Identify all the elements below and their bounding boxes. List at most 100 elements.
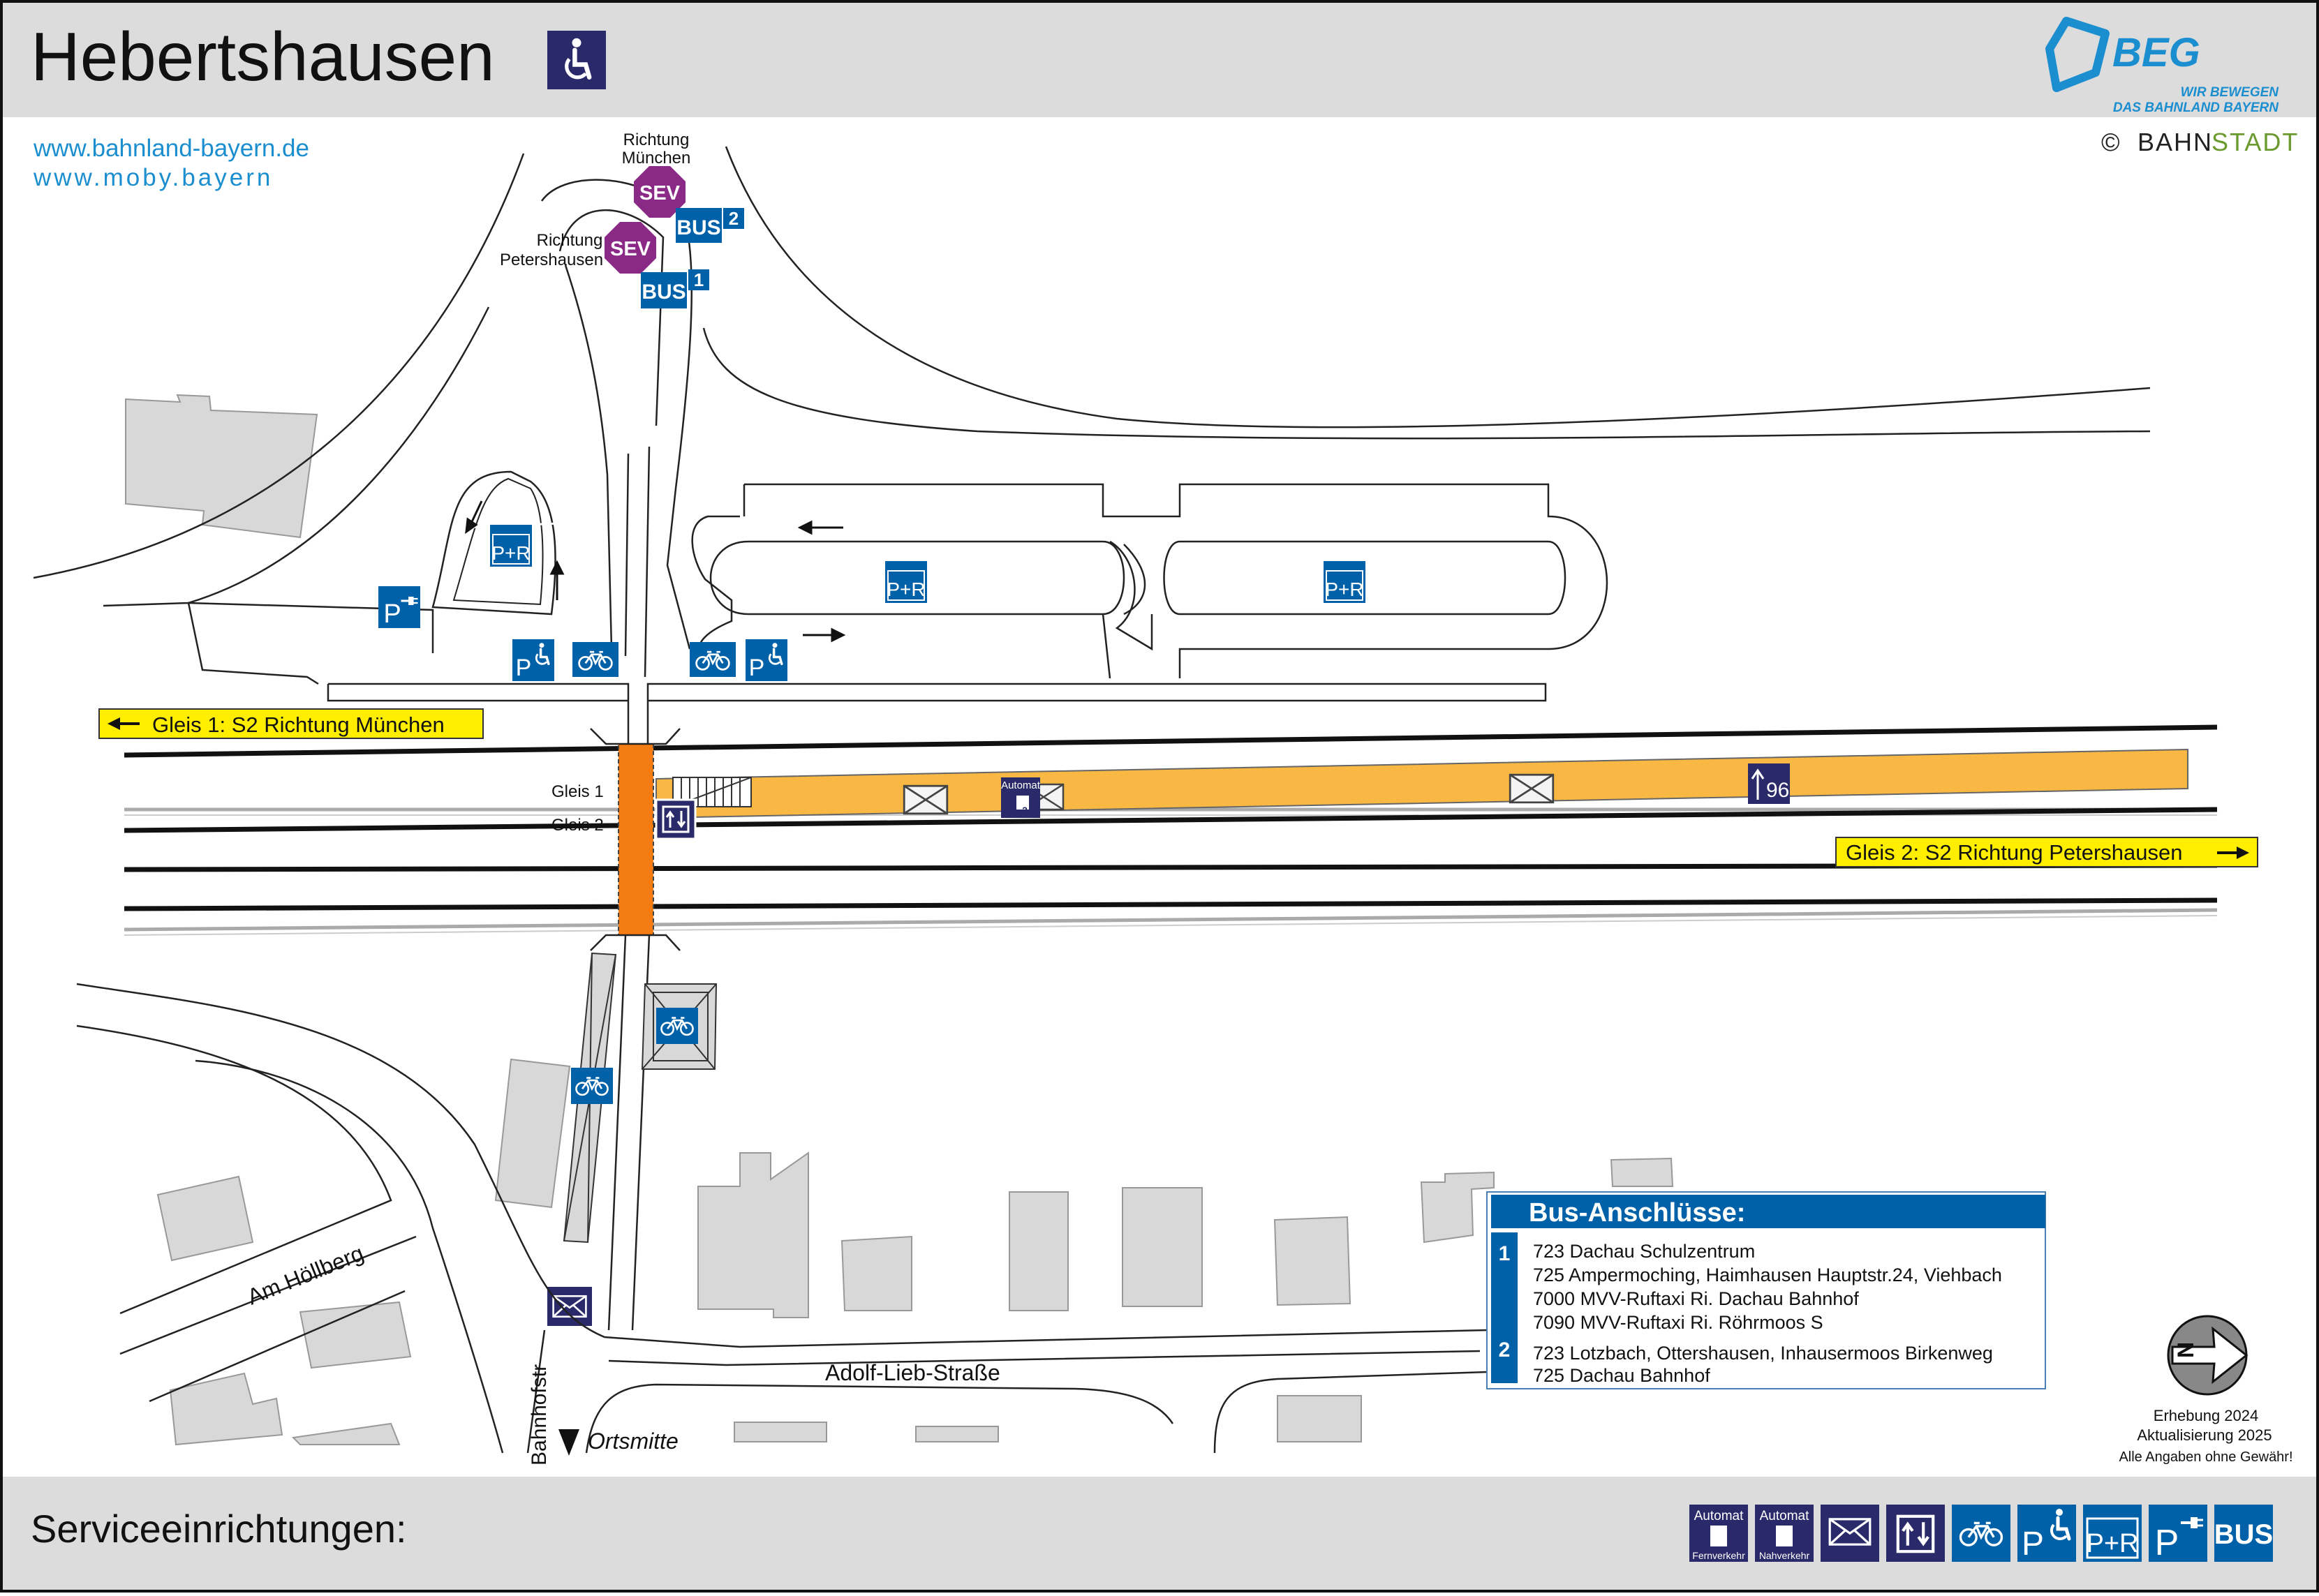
direction-munich-line2: München (622, 149, 691, 167)
direction-petershausen-line1: Richtung (537, 231, 603, 250)
svg-text:SEV: SEV (610, 238, 651, 260)
building (840, 1235, 912, 1311)
beg-logo: BEG WIR BEWEGEN DAS BAHNLAND BAYERN (2045, 17, 2280, 115)
svg-text:Gleis 1: S2 Richtung München: Gleis 1: S2 Richtung München (152, 713, 445, 737)
svg-text:P+R: P+R (887, 579, 925, 600)
legend-automat-top: Automat (1694, 1509, 1744, 1523)
park-ride-icon: P+R (490, 525, 532, 567)
street-label-adolf-lieb: Adolf-Lieb-Straße (825, 1360, 1000, 1385)
link-moby-bayern[interactable]: www.moby.bayern (33, 164, 273, 191)
svg-text:1: 1 (694, 269, 704, 290)
bus-line: 723 Dachau Schulzentrum (1533, 1241, 1755, 1262)
svg-text:www.moby.bayern: www.moby.bayern (33, 164, 273, 191)
building (1610, 1157, 1674, 1187)
legend-ev-charging-icon: P (2149, 1505, 2207, 1563)
legend-automat-nahverkehr: Automat Nahverkehr (1755, 1505, 1814, 1562)
park-ride-icon: P+R (885, 561, 927, 603)
building (915, 1426, 999, 1442)
legend-p-label: P (2155, 1523, 2179, 1563)
link-bahnland-bayern[interactable]: www.bahnland-bayern.de (33, 135, 309, 162)
ticket-machine-label: Automat (1001, 780, 1041, 791)
survey-year: Erhebung 2024 (2154, 1407, 2258, 1424)
bahnstadt-part1: BAHN (2138, 128, 2213, 156)
street-label-am-hoellberg: Am Höllberg (244, 1240, 367, 1309)
compass-icon: N (2167, 1315, 2248, 1396)
svg-text:BUS: BUS (676, 216, 720, 239)
platform (655, 748, 2188, 819)
direction-ortsmitte: Ortsmitte (558, 1429, 679, 1456)
svg-text:P: P (383, 599, 401, 629)
svg-text:www.bahnland-bayern.de: www.bahnland-bayern.de (33, 135, 309, 162)
bus-line: 7090 MVV-Ruftaxi Ri. Röhrmoos S (1533, 1312, 1823, 1333)
legend-bus-icon: BUS (2214, 1505, 2273, 1562)
ticket-machine-number: 2 (1022, 805, 1028, 816)
sev-stop-munich: SEV (634, 166, 686, 218)
bus-group-2-number: 2 (1499, 1338, 1511, 1362)
direction-sign-gleis-1: Gleis 1: S2 Richtung München (98, 708, 484, 739)
svg-text:2: 2 (729, 208, 739, 229)
bus-line: 725 Dachau Bahnhof (1533, 1365, 1710, 1386)
svg-text:96: 96 (1766, 779, 1789, 802)
track-2-label: Gleis 2 (551, 816, 604, 835)
roads-south (76, 983, 1488, 1454)
svg-text:SEV: SEV (639, 182, 681, 204)
bus-line: 7000 MVV-Ruftaxi Ri. Dachau Bahnhof (1533, 1288, 1859, 1309)
beg-logo-name: BEG (2112, 30, 2200, 75)
track-1-label: Gleis 1 (551, 782, 604, 801)
legend-elevator-icon (1886, 1505, 1945, 1562)
parking-island-inner (452, 477, 544, 606)
buildings (125, 394, 1674, 1446)
stairs-icon (672, 777, 752, 807)
beg-logo-tagline-1: WIR BEWEGEN (2181, 85, 2280, 100)
svg-text:P+R: P+R (1325, 579, 1363, 600)
building (1273, 1216, 1351, 1306)
mail-icon (547, 1287, 592, 1326)
park-ride-lot (691, 483, 1608, 679)
building (291, 1422, 401, 1445)
building (169, 1372, 283, 1446)
bus-line: 723 Lotzbach, Ottershausen, Inhausermoos… (1533, 1343, 1993, 1364)
building (1009, 1191, 1069, 1311)
legend-bus-label: BUS (2214, 1519, 2273, 1550)
legend-disabled-parking-icon: P (2017, 1505, 2076, 1563)
building (125, 394, 318, 539)
building (494, 1058, 571, 1209)
disabled-parking-icon: P (746, 639, 787, 681)
bike-parking-icon (656, 1008, 698, 1044)
direction-munich-line1: Richtung (623, 130, 690, 149)
roads-north (33, 146, 2151, 685)
legend-automat-bottom: Fernverkehr (1692, 1550, 1745, 1561)
station-forecourt-road (327, 683, 1547, 702)
bahnstadt-copyright: © BAHN STADT (2101, 128, 2297, 156)
tracks (124, 724, 2218, 936)
triangle-down-icon (558, 1429, 579, 1456)
survey-update: Aktualisierung 2025 (2137, 1426, 2272, 1444)
ortsmitte-label: Ortsmitte (588, 1429, 679, 1454)
ticket-machine-icon: Automat 2 (1001, 777, 1041, 818)
park-ride-icon: P+R (1324, 561, 1365, 603)
svg-text:P: P (749, 655, 765, 681)
footer-title: Serviceeinrichtungen: (31, 1507, 407, 1551)
survey-disclaimer: Alle Angaben ohne Gewähr! (2119, 1449, 2292, 1465)
shelter-icon (1509, 773, 1555, 804)
legend-park-ride-icon: P+R (2083, 1505, 2142, 1562)
building (1277, 1395, 1362, 1442)
parking-island (431, 470, 556, 616)
legend-automat-bottom: Nahverkehr (1759, 1550, 1810, 1561)
building (697, 1151, 809, 1318)
elevator-icon (655, 798, 697, 840)
legend-p-label: P (2022, 1526, 2044, 1563)
legend-pr-label: P+R (2087, 1529, 2139, 1558)
sev-stop-petershausen: SEV (605, 222, 656, 274)
beg-logo-tagline-2: DAS BAHNLAND BAYERN (2113, 100, 2279, 115)
siding (124, 908, 2218, 932)
compass-north-letter: N (2173, 1342, 2198, 1358)
svg-text:Gleis 2: S2 Richtung Petershau: Gleis 2: S2 Richtung Petershausen (1846, 840, 2183, 865)
legend-automat-fernverkehr: Automat Fernverkehr (1689, 1505, 1748, 1562)
track (124, 807, 2218, 833)
bus-line: 725 Ampermoching, Haimhausen Hauptstr.24… (1533, 1265, 2002, 1285)
bike-parking-icon (572, 642, 618, 677)
street-label-bahnhofstr: Bahnhofstr (528, 1364, 551, 1466)
